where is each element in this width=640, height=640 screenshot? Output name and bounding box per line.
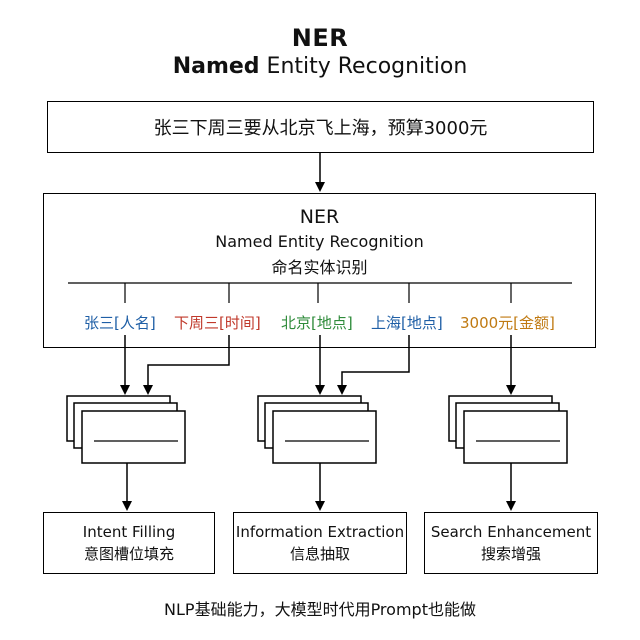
entity-label-time: 下周三[时间] [174, 314, 261, 332]
task-zh-label: 意图槽位填充 [83, 545, 174, 563]
task-zh-label: 搜索增强 [480, 545, 541, 563]
entity-label-person: 张三[人名] [84, 314, 156, 332]
arrow-entity4-to-stack2 [337, 335, 410, 395]
input-sentence-box: 张三下周三要从北京飞上海，预算3000元 [47, 101, 594, 153]
document-stack-3 [448, 395, 568, 464]
task-en-label: Intent Filling [82, 523, 176, 541]
task-box-intent-filling: Intent Filling 意图槽位填充 [43, 512, 215, 574]
ner-box: NER Named Entity Recognition 命名实体识别 [43, 193, 596, 348]
ner-box-title: NER [299, 206, 340, 228]
entity-label-location-shanghai: 上海[地点] [371, 314, 443, 332]
input-sentence-text: 张三下周三要从北京飞上海，预算3000元 [153, 118, 488, 139]
subtitle-bold-word: Named [172, 54, 260, 79]
ner-box-subtitle-en: Named Entity Recognition [215, 232, 424, 251]
subtitle-rest: Entity Recognition [259, 54, 468, 79]
diagram-title: NER [291, 24, 349, 52]
arrow-entity2-to-stack1 [143, 335, 230, 395]
task-zh-label: 信息抽取 [289, 545, 350, 563]
entity-label-amount: 3000元[金额] [460, 314, 555, 332]
task-box-search-enhancement: Search Enhancement 搜索增强 [424, 512, 598, 574]
ner-box-subtitle-zh: 命名实体识别 [271, 258, 368, 277]
diagram-subtitle: Named Entity Recognition [0, 54, 640, 79]
task-box-information-extraction: Information Extraction 信息抽取 [233, 512, 407, 574]
document-stack-1 [66, 395, 186, 464]
task-en-label: Information Extraction [235, 523, 405, 541]
task-en-label: Search Enhancement [430, 523, 592, 541]
entity-label-location-beijing: 北京[地点] [281, 314, 353, 332]
document-stack-2 [257, 395, 377, 464]
footer-caption: NLP基础能力，大模型时代用Prompt也能做 [164, 600, 476, 619]
